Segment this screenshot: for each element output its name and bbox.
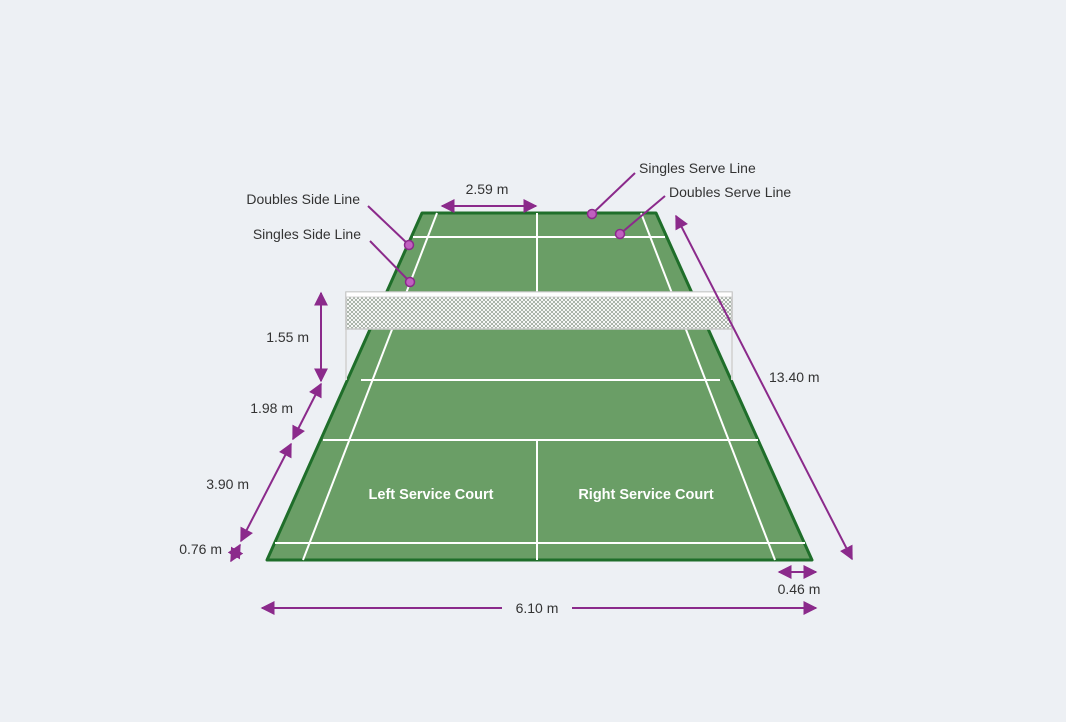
dimension-arrow-icon	[227, 543, 244, 563]
top-width-label: 2.59 m	[466, 181, 509, 197]
doubles-serve-line-label: Doubles Serve Line	[669, 184, 791, 200]
dimension-arrow-icon	[675, 214, 853, 561]
service-length-label: 3.90 m	[206, 476, 249, 492]
callout-marker-icon	[614, 228, 626, 240]
dimension-arrow-icon	[292, 382, 322, 441]
doubles-side-line-label: Doubles Side Line	[246, 191, 360, 207]
callout-leader	[591, 172, 636, 215]
callout-marker-icon	[586, 208, 598, 220]
dimension-arrows	[227, 199, 853, 615]
left-service-court-label: Left Service Court	[369, 487, 494, 503]
net-top-tape	[345, 291, 733, 298]
short-serve-label: 1.98 m	[250, 400, 293, 416]
singles-side-line-label: Singles Side Line	[253, 226, 361, 242]
court: Left Service Court Right Service Court	[265, 211, 814, 562]
callout-leader	[367, 205, 410, 246]
net-mesh-icon	[345, 291, 733, 330]
callout-marker-icon	[404, 276, 416, 288]
net	[345, 291, 733, 380]
singles-side-line-left	[302, 212, 438, 561]
back-gap-label: 0.76 m	[179, 541, 222, 557]
callout-marker-icon	[403, 239, 415, 251]
net-height-label: 1.55 m	[266, 329, 309, 345]
callout-leader	[369, 240, 411, 283]
callouts	[367, 172, 666, 288]
right-service-court-label: Right Service Court	[578, 487, 714, 503]
dimension-arrow-icon	[240, 442, 292, 543]
singles-serve-line-label: Singles Serve Line	[639, 160, 756, 176]
court-surface	[265, 211, 814, 562]
labels: Doubles Side Line Singles Side Line Sing…	[179, 160, 820, 616]
total-width-label: 6.10 m	[516, 600, 559, 616]
total-length-label: 13.40 m	[769, 369, 820, 385]
callout-leader	[619, 195, 666, 235]
side-alley-label: 0.46 m	[778, 581, 821, 597]
